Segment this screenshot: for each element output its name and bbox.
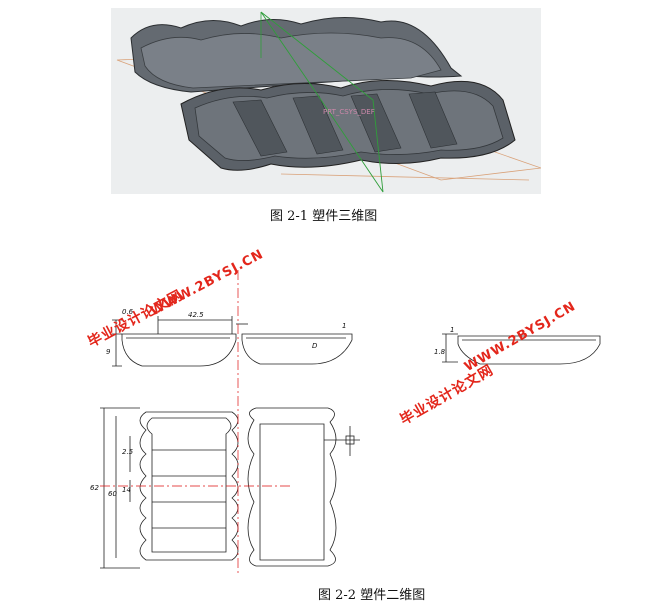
dim-wall-a: 0.6 bbox=[122, 308, 134, 316]
figure-2d-drawing: 42.5 1 D 9 1.8 0.6 1 62 60 2.5 14 bbox=[90, 270, 601, 576]
model-csys-label: PRT_CSYS_DEF bbox=[323, 108, 375, 116]
dim-small: 1 bbox=[342, 322, 346, 330]
dim-overall-height: 62 bbox=[90, 484, 99, 492]
dim-rib-pitch: 14 bbox=[122, 486, 131, 494]
dim-wall-b: 1 bbox=[450, 326, 454, 334]
figure-2-caption: 图 2-2 塑件二维图 bbox=[318, 588, 426, 603]
dim-rib-gap: 2.5 bbox=[122, 448, 134, 456]
dim-d: D bbox=[312, 342, 318, 350]
figure-3d-render: PRT_CSYS_DEF bbox=[111, 8, 541, 194]
figure-1-caption: 图 2-1 塑件三维图 bbox=[270, 209, 378, 224]
dim-inner-height: 60 bbox=[108, 490, 117, 498]
dim-depth-right: 1.8 bbox=[434, 348, 446, 356]
dim-width: 42.5 bbox=[188, 311, 204, 319]
dim-depth-left: 9 bbox=[106, 348, 111, 356]
